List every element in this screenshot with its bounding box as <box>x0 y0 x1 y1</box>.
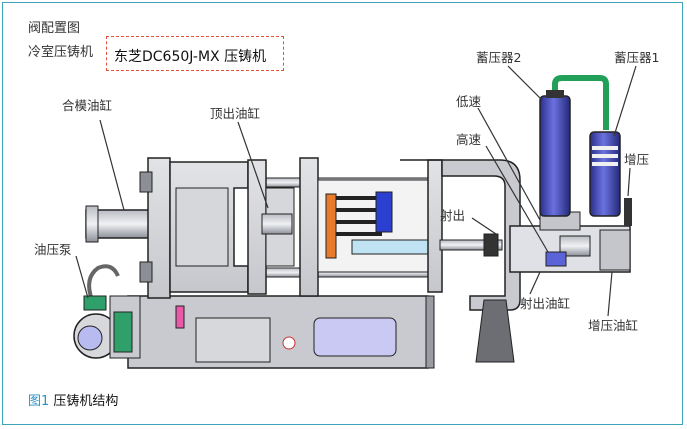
model-name: 东芝DC650J-MX 压铸机 <box>114 49 267 65</box>
header-line1: 阀配置图 <box>28 21 81 36</box>
fixed-platen <box>299 157 443 297</box>
label-accumulator-2: 蓄压器2 <box>476 50 522 65</box>
label-pump: 油压泵 <box>34 242 72 257</box>
label-low-speed: 低速 <box>456 94 482 109</box>
figure-number: 图1 <box>28 394 50 409</box>
moving-platen <box>169 159 295 295</box>
accumulator-pipe <box>552 75 609 130</box>
accumulator-2 <box>539 90 571 217</box>
machine-base <box>127 295 435 369</box>
header-line2-prefix: 冷室压铸机 <box>28 45 94 60</box>
label-mold-clamp-cylinder: 合模油缸 <box>62 98 113 113</box>
label-high-speed: 高速 <box>456 132 482 147</box>
label-ejector-cylinder: 顶出油缸 <box>210 106 261 121</box>
label-injection: 射出 <box>440 208 466 223</box>
figure-frame <box>2 2 683 425</box>
label-boost: 增压 <box>624 152 650 167</box>
label-injection-cylinder: 射出油缸 <box>520 296 571 311</box>
hydraulic-pump <box>73 264 185 359</box>
figure-caption: 图1 压铸机结构 <box>28 390 118 409</box>
model-box <box>106 36 284 71</box>
injection-frame <box>400 159 521 311</box>
accumulator-1 <box>589 131 621 217</box>
label-accumulator-1: 蓄压器1 <box>614 50 660 65</box>
figure-caption-text: 压铸机结构 <box>49 394 119 409</box>
support-stand <box>475 299 515 363</box>
leader-lines <box>75 65 637 317</box>
label-boost-cylinder: 增压油缸 <box>588 318 639 333</box>
